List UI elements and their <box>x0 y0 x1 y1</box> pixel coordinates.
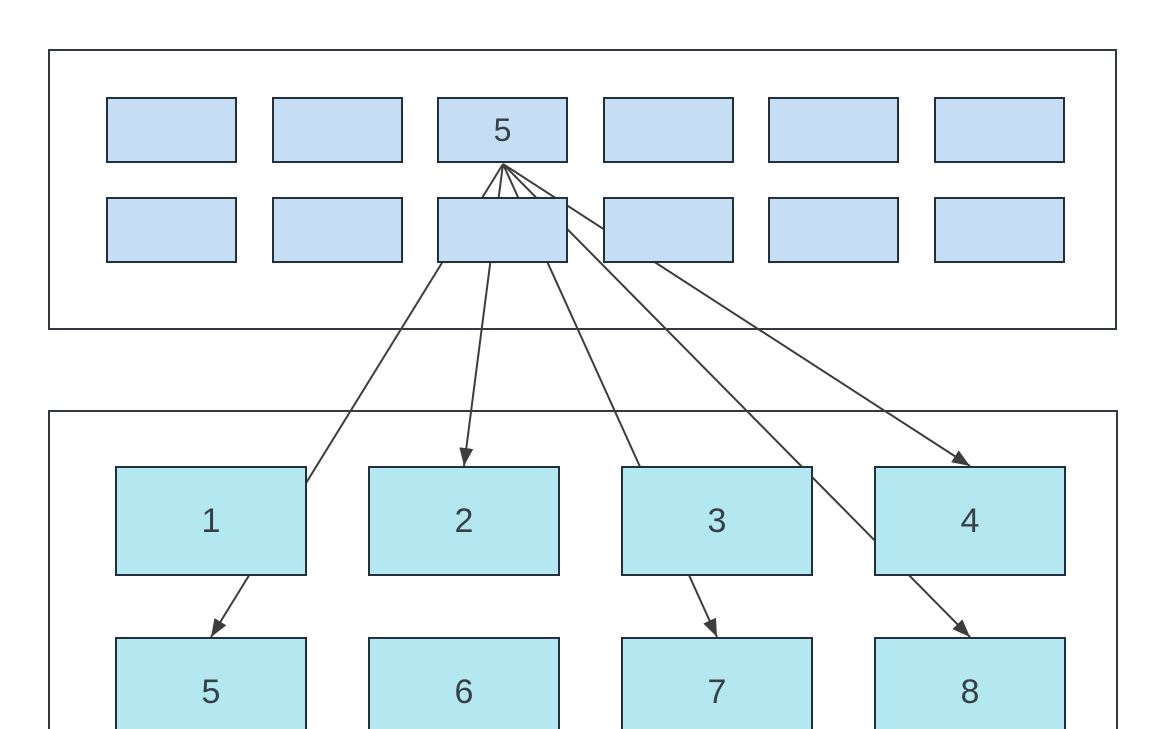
top-box-r1c6 <box>934 97 1065 163</box>
bottom-box-6-label: 6 <box>454 673 474 711</box>
top-box-r2c6 <box>934 197 1065 263</box>
top-box-r2c4 <box>603 197 734 263</box>
top-group-container <box>48 49 1117 330</box>
bottom-box-5-label: 5 <box>201 673 221 711</box>
bottom-box-5: 5 <box>115 637 307 729</box>
bottom-box-7: 7 <box>621 637 813 729</box>
top-box-r2c2 <box>272 197 403 263</box>
bottom-box-2-label: 2 <box>454 502 474 540</box>
top-box-r1c4 <box>603 97 734 163</box>
bottom-box-7-label: 7 <box>707 673 727 711</box>
top-box-r1c5 <box>768 97 899 163</box>
bottom-box-3-label: 3 <box>707 502 727 540</box>
bottom-box-8: 8 <box>874 637 1066 729</box>
top-box-r2c5 <box>768 197 899 263</box>
bottom-box-4: 4 <box>874 466 1066 576</box>
top-box-r1c2 <box>272 97 403 163</box>
top-box-r2c1 <box>106 197 237 263</box>
bottom-box-2: 2 <box>368 466 560 576</box>
bottom-box-1: 1 <box>115 466 307 576</box>
bottom-box-4-label: 4 <box>960 502 980 540</box>
top-box-5: 5 <box>437 97 568 163</box>
bottom-box-1-label: 1 <box>201 502 221 540</box>
bottom-box-8-label: 8 <box>960 673 980 711</box>
top-box-5-label: 5 <box>493 112 512 148</box>
bottom-box-3: 3 <box>621 466 813 576</box>
top-box-r1c1 <box>106 97 237 163</box>
top-box-r2c3 <box>437 197 568 263</box>
bottom-box-6: 6 <box>368 637 560 729</box>
